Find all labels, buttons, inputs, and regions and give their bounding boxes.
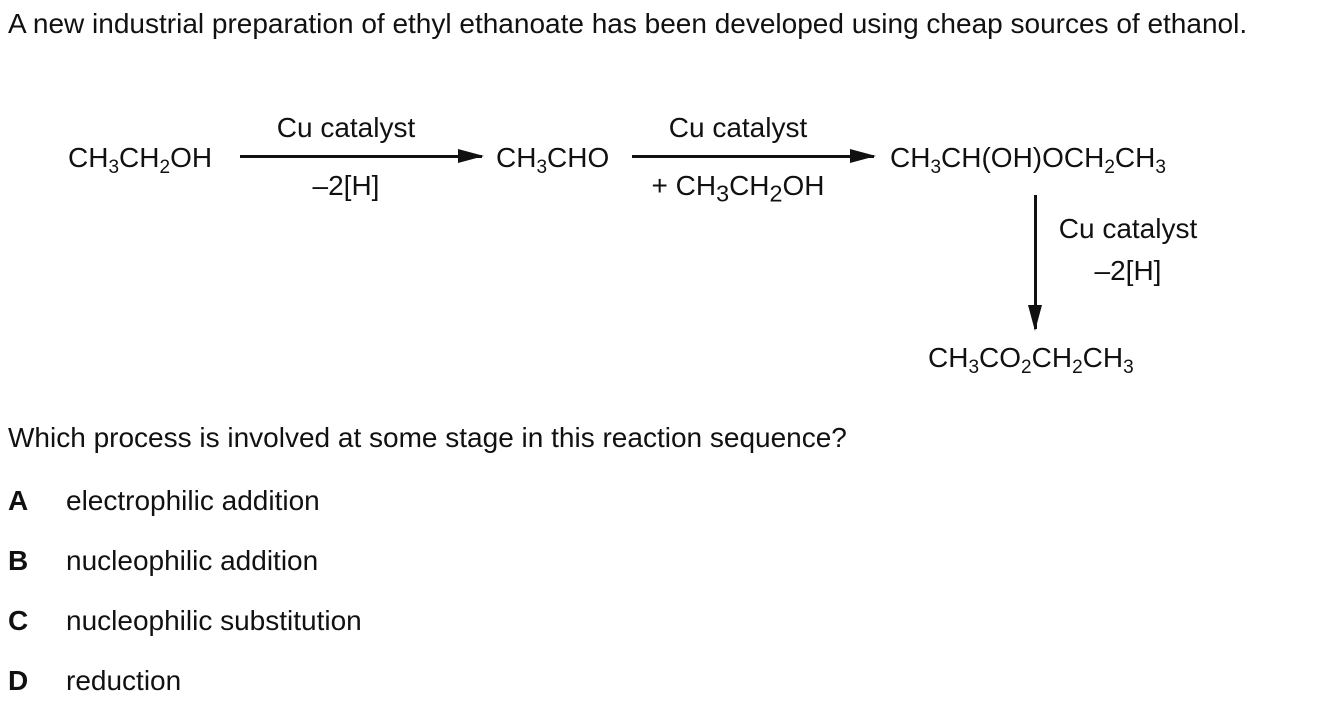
- question-intro: A new industrial preparation of ethyl et…: [8, 8, 1248, 39]
- option-letter: A: [8, 485, 29, 516]
- compound-ethyl-ethanoate: CH3CO2CH2CH3: [928, 342, 1134, 378]
- arrow3-label-top: Cu catalyst: [1058, 213, 1198, 244]
- option-text: nucleophilic substitution: [66, 605, 362, 636]
- question-stem: Which process is involved at some stage …: [8, 422, 847, 453]
- option-letter: B: [8, 545, 29, 576]
- reaction-arrow-1: [240, 149, 484, 163]
- compound-ethanol: CH3CH2OH: [68, 142, 213, 178]
- reaction-arrow-2: [632, 149, 876, 163]
- compound-ethanal: CH3CHO: [496, 142, 610, 178]
- arrow2-label-top: Cu catalyst: [668, 112, 808, 143]
- arrow2-label-bottom: + CH3CH2OH: [651, 170, 825, 207]
- arrow1-label-top: Cu catalyst: [276, 112, 416, 143]
- arrow3-label-bottom: –2[H]: [1094, 255, 1162, 286]
- option-text: nucleophilic addition: [66, 545, 319, 576]
- reaction-scheme: CH3CH2OH Cu catalyst –2[H] CH3CHO Cu cat…: [0, 100, 1343, 390]
- reaction-arrow-3: [1028, 195, 1042, 331]
- option-letter: D: [8, 665, 29, 696]
- option-letter: C: [8, 605, 29, 636]
- option-text: reduction: [66, 665, 182, 696]
- arrow1-label-bottom: –2[H]: [312, 170, 380, 201]
- compound-hemiacetal: CH3CH(OH)OCH2CH3: [890, 142, 1166, 178]
- option-text: electrophilic addition: [66, 485, 320, 516]
